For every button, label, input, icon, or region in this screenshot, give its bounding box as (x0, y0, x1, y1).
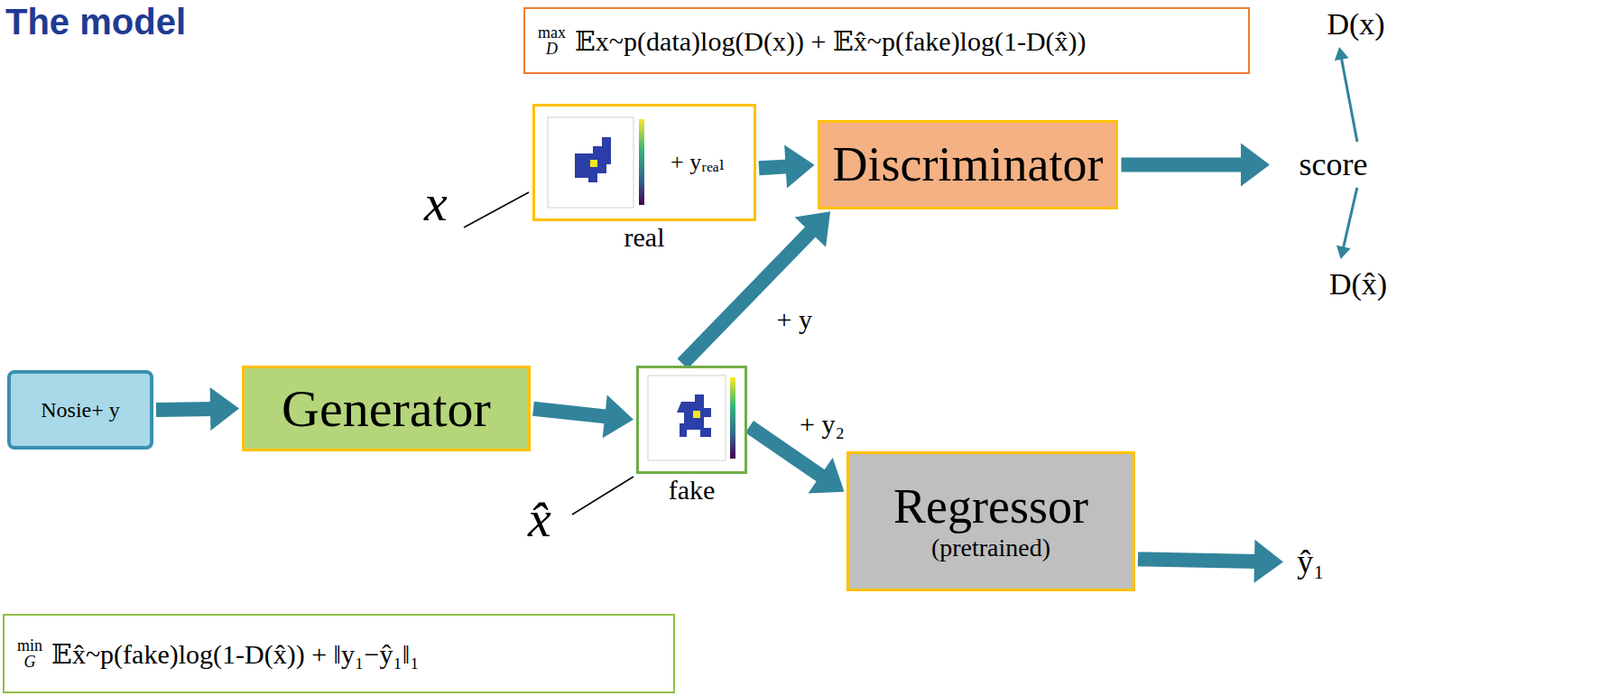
operator-text: max (537, 24, 566, 41)
connector (758, 145, 815, 189)
hot-pixel (590, 159, 598, 167)
objective-box: maxD 𝔼x~p(data)log(D(x)) + 𝔼x̂~p(fake)log… (523, 7, 1250, 74)
sample-blob (574, 137, 611, 183)
colorbar (638, 119, 645, 205)
connector-shaft (1342, 187, 1357, 249)
connector-shaft (1120, 157, 1244, 173)
colorbar (730, 377, 736, 459)
plot-frame (647, 375, 726, 461)
operator-stack: maxD (537, 24, 566, 57)
caption-text: real (624, 221, 666, 252)
connector (682, 211, 831, 364)
operator-subscript: G (24, 653, 37, 670)
connector (533, 394, 634, 438)
connector-shaft (682, 230, 813, 364)
connector (1334, 46, 1358, 142)
arrow-head (795, 211, 832, 248)
operator-subscript: D (545, 40, 558, 57)
node-subtext: (pretrained) (931, 534, 1051, 563)
connector-shaft (758, 166, 789, 168)
node-text: score (1299, 147, 1369, 184)
regressor-box: Regressor(pretrained) (846, 451, 1136, 592)
fake-sample-plot (640, 369, 742, 468)
real-sample-box: + yᵣₑₐₗreal (532, 103, 757, 222)
node-text: Nosie+ y (40, 397, 121, 422)
arrow-head (1336, 245, 1351, 259)
sample-blob (676, 394, 712, 437)
operator-stack: minG (17, 637, 43, 670)
formula-text: 𝔼x̂~p(fake)log(1-D(x̂)) + ‖y₁−ŷ₁‖₁ (51, 638, 420, 669)
node-text: Generator (281, 379, 491, 438)
arrow-head (210, 387, 240, 431)
output-label: D(x̂) (1313, 261, 1404, 307)
output-label: D(x) (1313, 3, 1399, 45)
connector-shaft (156, 401, 213, 417)
output-label: ŷ₁ (1285, 536, 1336, 587)
leader-line (572, 476, 634, 515)
score-label: score (1272, 144, 1395, 185)
diagram-title: The model (5, 1, 186, 42)
node-text: ŷ₁ (1296, 544, 1325, 581)
hot-pixel (693, 410, 701, 418)
edge-label: + y (772, 303, 815, 333)
fake-sample-box: fake (636, 365, 748, 474)
condition-text: + yᵣₑₐₗ (670, 149, 725, 176)
connector (1336, 187, 1358, 259)
caption-text: fake (668, 474, 716, 505)
arrow-head (784, 145, 814, 189)
node-text: D(x) (1326, 7, 1385, 41)
connector-shaft (1341, 57, 1358, 142)
arrow-head (1254, 539, 1284, 583)
objective-box: minG 𝔼x̂~p(fake)log(1-D(x̂)) + ‖y₁−ŷ₁‖₁ (2, 613, 676, 694)
connector (1137, 539, 1284, 583)
node-text: D(x̂) (1329, 267, 1388, 301)
plot-ground (538, 110, 655, 215)
connector (1120, 143, 1270, 187)
generator-box: Generator (241, 365, 531, 452)
real-sample-plot (538, 110, 655, 215)
connector-shaft (533, 408, 608, 417)
node-text: Discriminator (832, 138, 1104, 192)
discriminator-box: Discriminator (817, 120, 1120, 210)
plot-ground (640, 369, 742, 468)
input-box: Nosie+ y (7, 369, 154, 450)
arrow-head (808, 457, 845, 494)
connector-shaft (1137, 558, 1258, 561)
symbol-label: x̂ (527, 492, 552, 546)
symbol-label: x (424, 176, 448, 230)
plot-frame (547, 117, 634, 208)
arrow-head (602, 394, 634, 438)
leader-line (463, 192, 529, 228)
node-text: Regressor (893, 480, 1089, 534)
arrow-head (1240, 143, 1270, 187)
connector (156, 387, 240, 431)
arrow-head (1334, 46, 1350, 61)
operator-text: min (17, 637, 43, 654)
edge-label: + y₂ (795, 407, 849, 438)
formula-text: 𝔼x~p(data)log(D(x)) + 𝔼x̂~p(fake)log(1-D… (574, 26, 1087, 56)
